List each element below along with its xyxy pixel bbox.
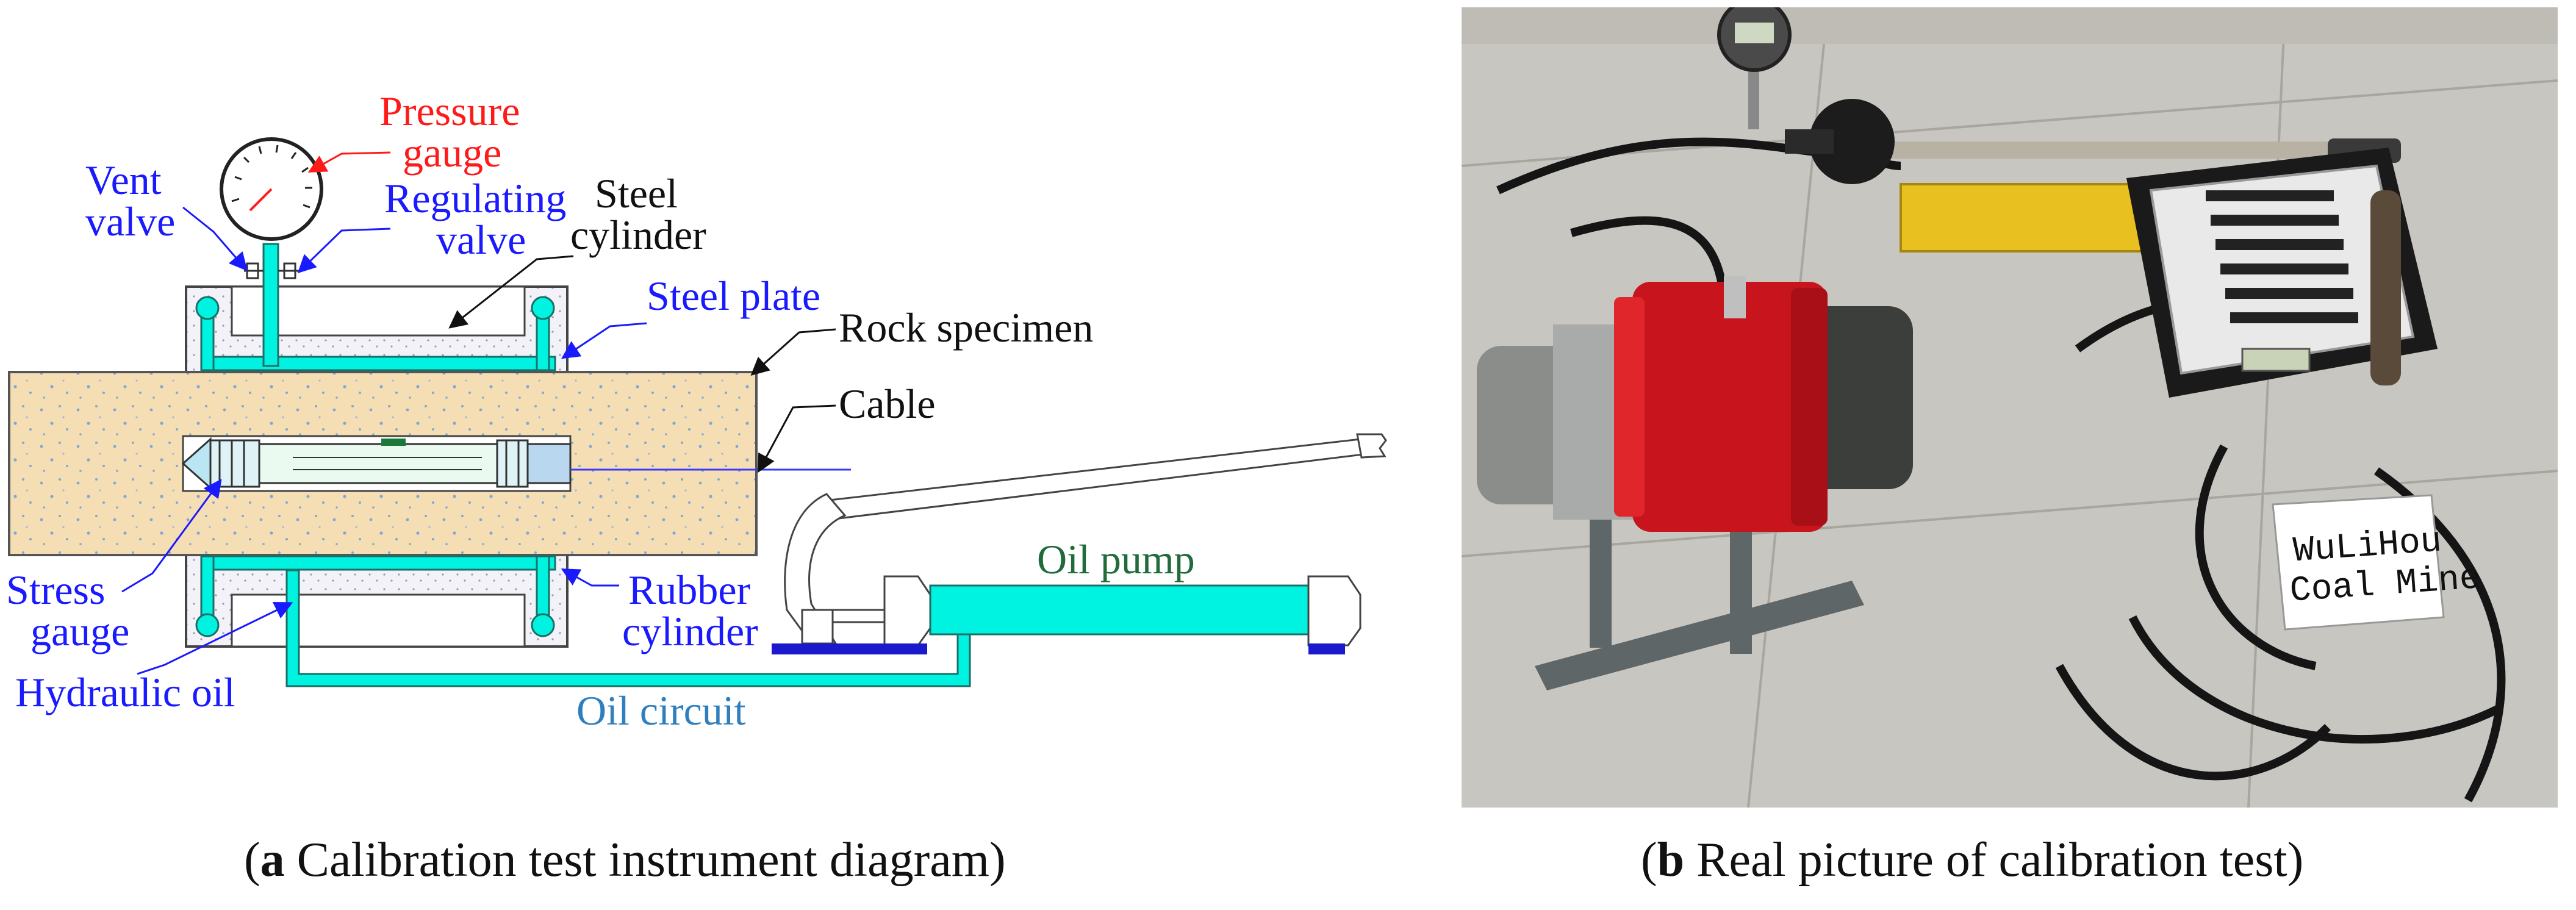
caption-b: (b Real picture of calibration test) — [1641, 833, 2304, 887]
label-hydraulic-oil: Hydraulic oil — [15, 669, 235, 715]
label-rubber-cylinder: Rubber cylinder — [622, 567, 761, 654]
label-vent-valve: Vent valve — [85, 157, 175, 245]
leader-pressure-gauge — [307, 151, 391, 173]
leader-rock-specimen — [750, 328, 836, 376]
steel-plate-bolt — [195, 613, 220, 637]
steel-plate-bolt — [531, 296, 555, 320]
oil-pump — [772, 433, 1387, 654]
label-stress-gauge: Stress gauge — [6, 567, 129, 654]
leader-cable — [758, 404, 836, 473]
vent-valve — [244, 262, 264, 279]
steel-plate-bolt — [195, 296, 220, 320]
leader-steel-plate — [561, 322, 647, 359]
calibration-diagram: Pressure gauge Vent valve Regulating val… — [6, 88, 1387, 734]
label-oil-circuit: Oil circuit — [576, 687, 746, 734]
hydraulic-oil-top — [200, 243, 556, 371]
leader-rubber-cylinder — [561, 568, 619, 587]
leader-hydraulic-oil — [137, 602, 293, 675]
label-pressure-gauge: Pressure gauge — [379, 88, 530, 176]
hydraulic-oil-bottom — [200, 555, 556, 629]
calibration-photo: WuLiHou Coal Mine — [1462, 7, 2558, 808]
leader-steel-cylinder — [448, 255, 574, 329]
label-cable: Cable — [839, 381, 936, 427]
leader-vent-valve — [182, 206, 248, 271]
label-rock-specimen: Rock specimen — [839, 304, 1093, 351]
caption-a: (a Calibration test instrument diagram) — [244, 833, 1006, 887]
label-steel-plate: Steel plate — [647, 273, 820, 319]
leader-stress-gauge — [121, 479, 222, 593]
label-regulating-valve: Regulating valve — [384, 175, 576, 263]
photo-sign: WuLiHou Coal Mine — [2286, 519, 2482, 612]
label-steel-cylinder: Steel cylinder — [570, 170, 706, 258]
leader-regulating-valve — [297, 228, 391, 274]
pressure-gauge — [220, 137, 323, 241]
steel-plate-bolt — [531, 613, 555, 637]
stress-gauge — [181, 435, 572, 492]
label-oil-pump: Oil pump — [1037, 536, 1195, 582]
regulating-valve — [278, 262, 299, 279]
